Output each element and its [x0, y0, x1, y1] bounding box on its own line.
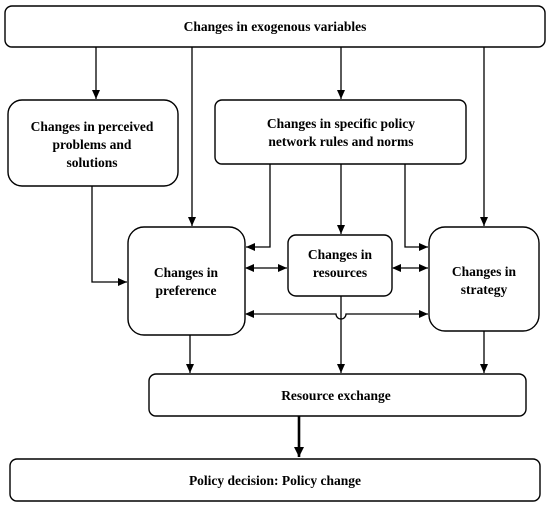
perceived-problems-line-1: Changes in perceived: [31, 119, 154, 134]
resources-box: Changes in resources: [287, 234, 393, 297]
strategy-box: Changes in strategy: [428, 226, 540, 332]
strategy-line-2: strategy: [461, 282, 508, 297]
preference-box: Changes in preference: [127, 226, 246, 336]
arrow-network-rules-to-strategy: [404, 164, 428, 251]
exogenous-variables-label: Changes in exogenous variables: [184, 19, 367, 34]
preference-line-1: Changes in: [154, 265, 219, 280]
arrow-network-rules-to-preference: [246, 164, 271, 251]
perceived-problems-line-2: problems and: [53, 137, 132, 152]
resources-line-2: resources: [313, 265, 367, 280]
policy-decision-label: Policy decision: Policy change: [189, 473, 361, 488]
preference-line-2: preference: [156, 283, 217, 298]
perceived-problems-box: Changes in perceived problems and soluti…: [7, 99, 179, 187]
arrow-preference-strategy: [245, 310, 428, 320]
perceived-problems-line-3: solutions: [66, 155, 117, 170]
resource-exchange-label: Resource exchange: [281, 388, 391, 403]
strategy-line-1: Changes in: [452, 264, 517, 279]
exogenous-variables-box: Changes in exogenous variables: [4, 5, 546, 48]
resource-exchange-box: Resource exchange: [148, 373, 527, 417]
arrow-perceived-to-preference: [91, 186, 127, 286]
network-rules-line-2: network rules and norms: [268, 134, 413, 149]
policy-decision-box: Policy decision: Policy change: [9, 458, 541, 502]
resources-line-1: Changes in: [308, 247, 373, 262]
network-rules-box: Changes in specific policy network rules…: [214, 99, 467, 165]
network-rules-line-1: Changes in specific policy: [267, 116, 415, 131]
